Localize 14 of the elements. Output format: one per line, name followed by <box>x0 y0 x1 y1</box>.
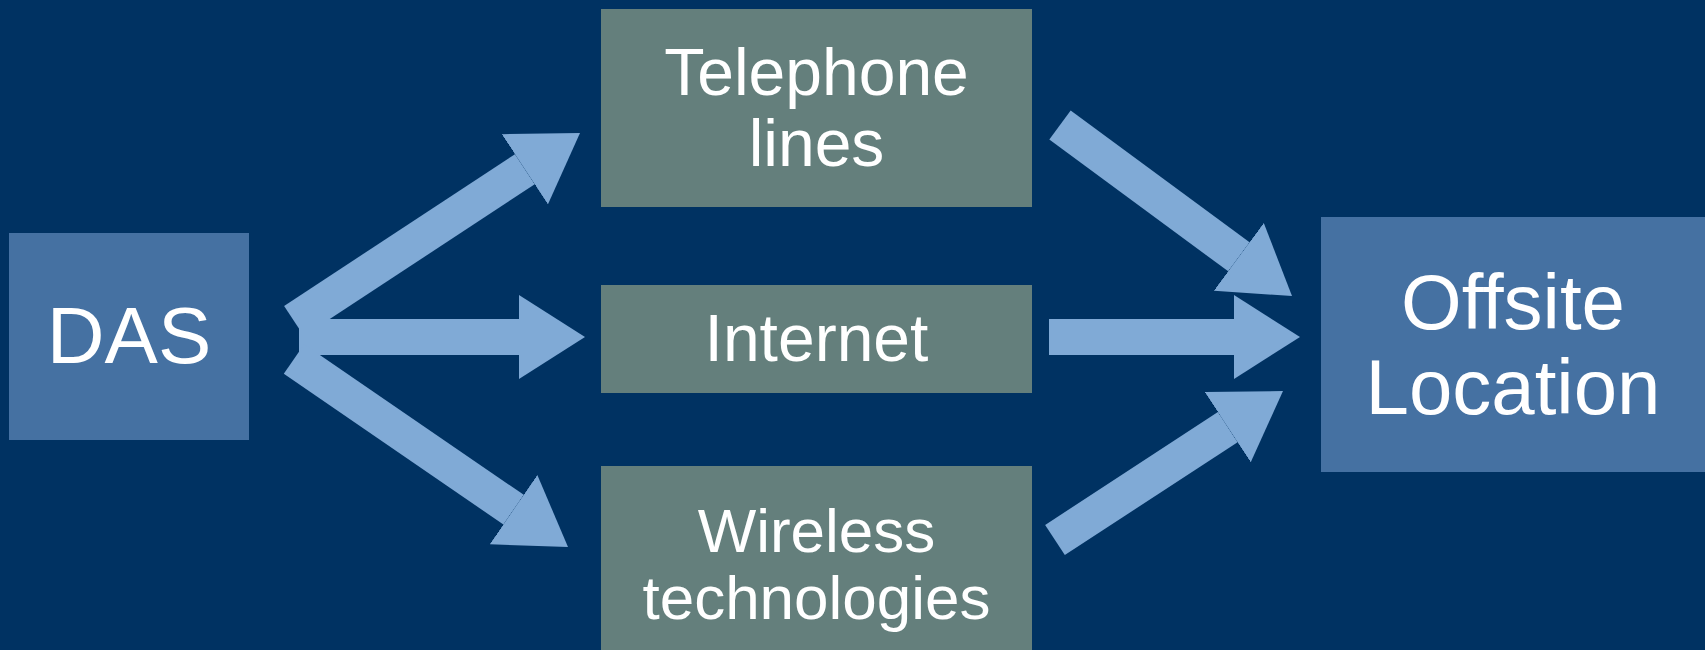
arrow <box>1049 295 1300 379</box>
node-label: Telephone lines <box>663 36 970 180</box>
node-label: Wireless technologies <box>641 498 992 632</box>
arrow <box>1049 110 1292 296</box>
node-label: Offsite Location <box>1364 260 1662 429</box>
channel-box <box>601 9 1032 207</box>
endpoint-box <box>1321 217 1705 472</box>
arrow <box>299 295 585 379</box>
arrow <box>1045 391 1283 556</box>
channel-box <box>601 466 1032 650</box>
endpoint-box <box>9 233 249 440</box>
node-label: Internet <box>704 303 929 375</box>
node-label: DAS <box>46 293 212 380</box>
channel-box <box>601 285 1032 393</box>
